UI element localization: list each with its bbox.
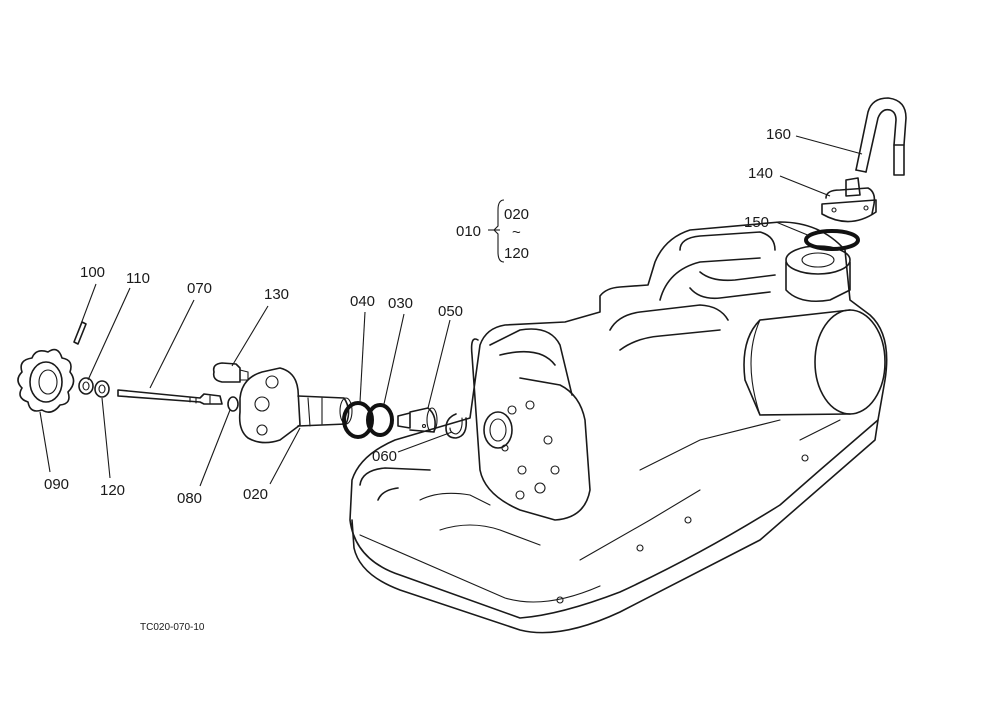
- callout-120: 120: [100, 482, 125, 499]
- group-range-to: 120: [504, 245, 529, 262]
- callout-160: 160: [766, 126, 791, 143]
- breather-140: [821, 177, 877, 223]
- callout-050: 050: [438, 303, 463, 320]
- oring-150: [804, 229, 860, 251]
- callout-090: 090: [44, 476, 69, 493]
- callout-060: 060: [372, 448, 397, 465]
- callout-070: 070: [187, 280, 212, 297]
- knob-090: [17, 348, 75, 413]
- callout-150: 150: [744, 214, 769, 231]
- group-bracket: [488, 199, 505, 263]
- callout-040: 040: [350, 293, 375, 310]
- oring-030: [366, 403, 394, 437]
- spool-050: [397, 407, 438, 433]
- oring-040: [342, 401, 374, 439]
- callout-130: 130: [264, 286, 289, 303]
- circlip-060: [445, 413, 468, 439]
- group-range-sep: ~: [512, 224, 521, 241]
- leader-lines: [39, 135, 863, 487]
- oring-080: [227, 396, 239, 412]
- figure-code: TC020-070-10: [140, 622, 205, 633]
- callout-110: 110: [126, 270, 150, 287]
- callout-140: 140: [748, 165, 773, 182]
- transmission-housing: [349, 221, 888, 634]
- washer-110: [78, 377, 94, 395]
- callout-100: 100: [80, 264, 105, 281]
- valve-body-020: [238, 367, 353, 444]
- callout-080: 080: [177, 490, 202, 507]
- callout-030: 030: [388, 295, 413, 312]
- group-id: 010: [456, 223, 481, 240]
- callout-020: 020: [243, 486, 268, 503]
- shaft-070: [117, 389, 223, 405]
- fitting-130: [212, 362, 249, 383]
- hose-160: [855, 97, 907, 176]
- washer-120: [94, 380, 110, 398]
- group-range-from: 020: [504, 206, 529, 223]
